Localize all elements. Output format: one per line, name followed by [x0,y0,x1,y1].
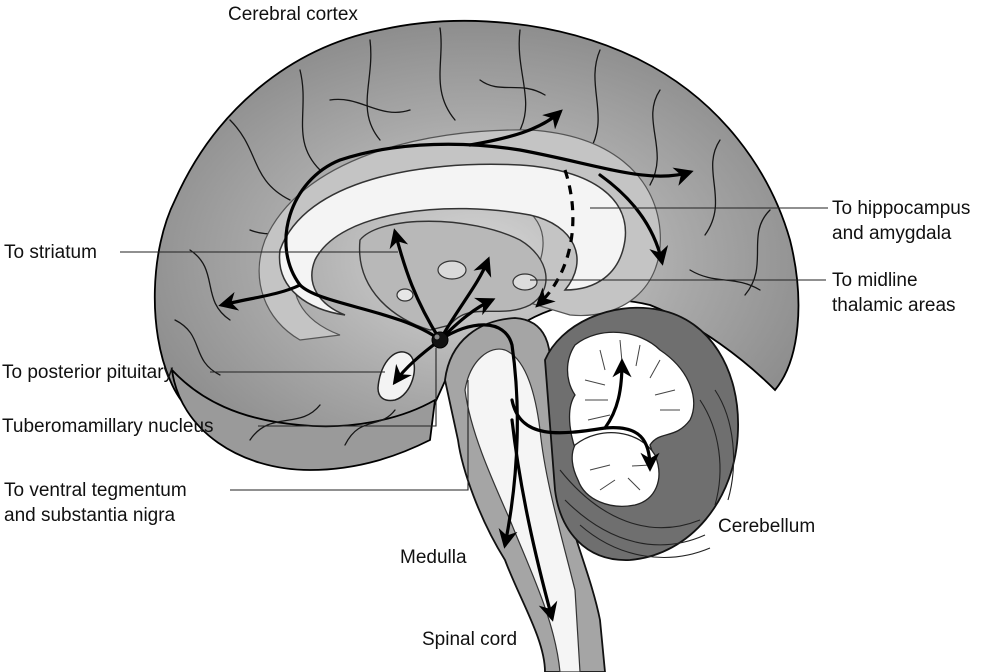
pathway-to-thalamus [438,256,492,342]
label-hippocampus-1: To hippocampus [832,198,970,219]
corpus-callosum [278,163,627,316]
label-cerebellum: Cerebellum [718,516,815,537]
tuberomamillary-nucleus-dot [431,331,449,349]
label-ventral-tegmentum-2: and substantia nigra [4,505,176,526]
label-spinal-cord: Spinal cord [422,629,517,650]
pathway-to-striatum [389,228,442,342]
fourth-ventricle [464,348,581,672]
label-to-posterior-pituitary: To posterior pituitary [2,362,174,383]
pathway-to-dorsal-cortex [468,109,563,147]
pathway-to-cerebellum-upper [603,358,632,430]
cerebellum-folia [559,389,735,558]
label-ventral-tegmentum-1: To ventral tegmentum [4,480,187,501]
label-hippocampus-2: and amygdala [832,223,952,244]
pineal-body [512,273,538,291]
leader-lines [120,207,828,491]
label-to-striatum: To striatum [4,242,97,263]
label-midline-2: thalamic areas [832,295,956,316]
pathway-to-hippocampus [598,173,669,266]
label-midline-1: To midline [832,270,918,291]
pathway-dashed-midline [535,169,575,308]
cortex-sulci [174,27,771,446]
label-medulla: Medulla [400,547,467,568]
pathway-descending [438,323,519,549]
temporal-lobe [170,367,437,471]
pathway-to-frontal-cortex [218,283,302,311]
label-cerebral-cortex: Cerebral cortex [228,4,358,25]
projection-pathways [218,109,694,622]
intermediate-mass [437,260,467,280]
pathway-to-cortex [284,142,694,342]
mamillary-body [396,288,414,302]
arbor-branches [584,339,680,491]
label-tuberomamillary-nucleus: Tuberomamillary nucleus [2,416,214,437]
pathway-to-spinal-cord [510,418,558,622]
